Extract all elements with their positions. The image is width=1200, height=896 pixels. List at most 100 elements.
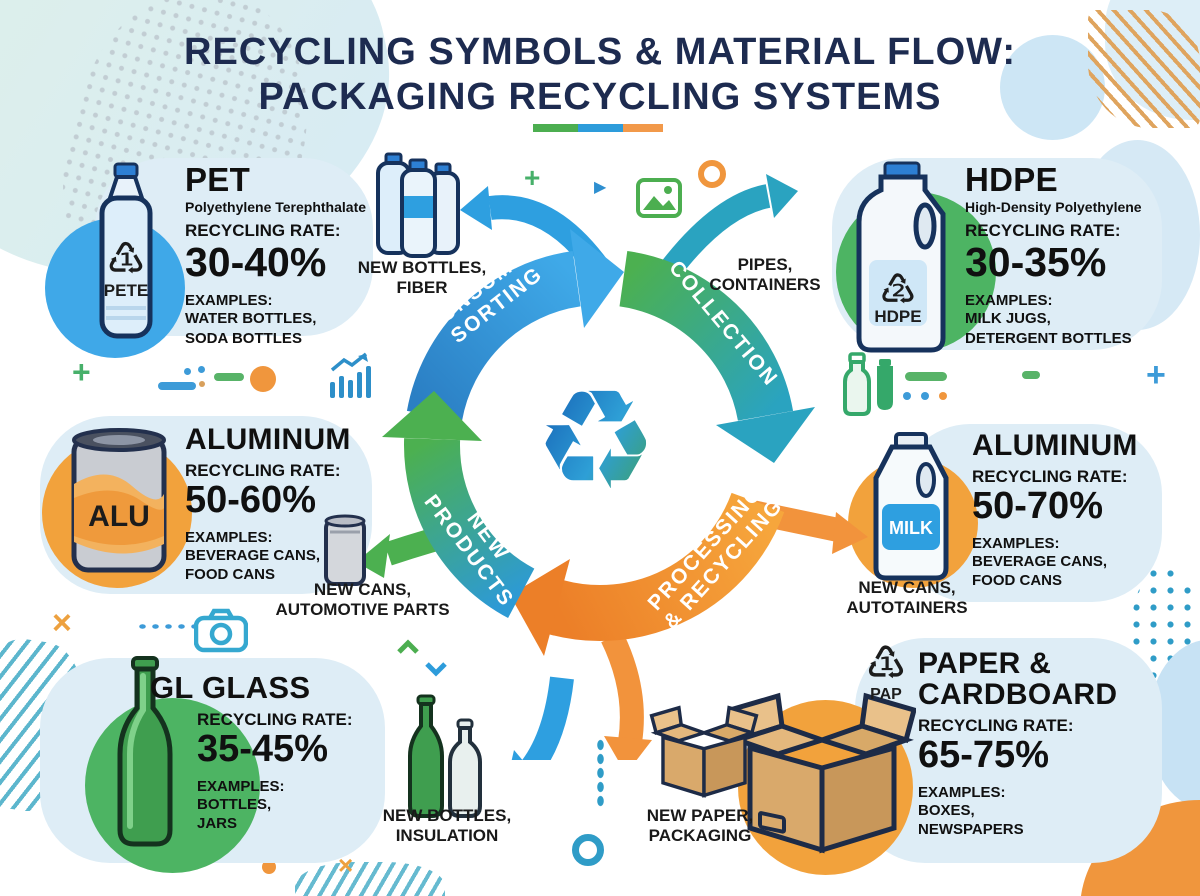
material-name: GL GLASS <box>150 670 311 705</box>
dot-orange <box>939 392 947 400</box>
examples-value: BEVERAGE CANS, FOOD CANS <box>185 547 321 584</box>
dash-green-right <box>905 372 947 381</box>
branch-arrow-new-bottles-insulation <box>511 676 574 760</box>
stripe-patch-top-right <box>1088 10 1200 128</box>
dot-orange <box>250 366 276 392</box>
dash-green <box>214 373 244 381</box>
rate-value: 35-45% <box>197 728 328 771</box>
plus-icon-right: + <box>1146 356 1166 394</box>
pap-symbol-glyph: ♳ <box>865 637 907 689</box>
rate-label: RECYCLING RATE: <box>972 467 1128 487</box>
examples-value: WATER BOTTLES, SODA BOTTLES <box>185 310 317 347</box>
dot-blue <box>903 392 911 400</box>
accent-blue <box>578 124 623 132</box>
material-name: ALUMINUM <box>185 423 351 456</box>
paper-text: PAPER & CARDBOARD RECYCLING RATE: 65-75%… <box>918 648 1162 840</box>
dots-row-blue <box>136 622 200 631</box>
dash-blue <box>158 382 196 390</box>
arc-processing-recycling <box>510 492 785 656</box>
dots-column-teal <box>596 738 605 808</box>
hdpe-jug-icon: ♴ HDPE <box>856 161 946 353</box>
rate-value: 30-35% <box>965 239 1107 286</box>
blob-top-right-1 <box>1000 35 1105 140</box>
sparkle-icon: + <box>524 162 541 193</box>
recycle-symbol-icon: ♻ <box>534 364 658 518</box>
arc-collection <box>618 250 815 463</box>
cardboard-box-icon <box>728 692 916 854</box>
page-title: RECYCLING SYMBOLS & MATERIAL FLOW: PACKA… <box>0 30 1200 120</box>
aluminum-can-icon: ALU <box>71 428 167 573</box>
material-subtitle: High-Density Polyethylene <box>965 199 1142 216</box>
rate-label: RECYCLING RATE: <box>197 710 353 730</box>
output-new-cans-automotive: NEW CANS, AUTOMOTIVE PARTS <box>275 580 450 620</box>
pet-symbol-label: PETE <box>104 281 148 300</box>
hdpe-symbol-label: HDPE <box>874 307 921 326</box>
material-name: ALUMINUM <box>972 429 1138 462</box>
cross-icon: × <box>52 604 72 642</box>
material-name: PAPER & CARDBOARD <box>918 647 1118 712</box>
pap-symbol: ♳ PAP <box>858 640 914 704</box>
rate-value: 50-60% <box>185 479 316 522</box>
output-new-bottles-insulation: NEW BOTTLES, INSULATION <box>382 806 512 846</box>
examples-label: EXAMPLES: <box>197 778 285 796</box>
rate-value: 30-40% <box>185 239 327 286</box>
accent-orange <box>623 124 663 132</box>
pet-symbol-glyph: ♳ <box>106 235 145 284</box>
accent-green <box>533 124 578 132</box>
plus-icon: + <box>72 354 91 390</box>
glass-text: GL GLASS RECYCLING RATE: 35-45% EXAMPLES… <box>150 670 380 834</box>
orange-ring-small <box>698 160 726 188</box>
material-name: PET <box>185 161 251 198</box>
branch-arrow-new-paper <box>601 631 652 760</box>
glass-body: RECYCLING RATE: 35-45% EXAMPLES: BOTTLES… <box>197 704 380 833</box>
rate-label: RECYCLING RATE: <box>965 221 1121 241</box>
dot-orange-bottom <box>262 860 276 874</box>
three-bottles-icon <box>376 152 460 258</box>
title-line-2: PACKAGING RECYCLING SYSTEMS <box>258 75 942 118</box>
title-accent-bar <box>533 124 663 132</box>
material-subtitle: Polyethylene Terephthalate <box>185 199 367 216</box>
flow-ring <box>356 174 868 760</box>
output-new-paper-packaging: NEW PAPER, PACKAGING <box>646 806 754 846</box>
glass-bottle-icon <box>117 656 173 847</box>
bar-chart-icon <box>330 352 371 398</box>
rate-label: RECYCLING RATE: <box>918 716 1074 736</box>
chevron-icons <box>397 639 447 677</box>
dot-tan <box>199 381 205 387</box>
examples-value: BOXES, NEWSPAPERS <box>918 802 1024 839</box>
card-paper <box>855 638 1162 863</box>
image-icon <box>636 178 682 218</box>
branch-arrow-pipes-containers <box>660 174 798 278</box>
pap-symbol-label: PAP <box>870 686 902 703</box>
hdpe-symbol-glyph: ♴ <box>879 266 917 313</box>
small-can-icon <box>324 514 366 586</box>
ring-center-disc <box>508 353 692 537</box>
output-new-bottles-fiber: NEW BOTTLES, FIBER <box>357 258 487 298</box>
aluminum-right-text: ALUMINUM RECYCLING RATE: 50-70% EXAMPLES… <box>972 430 1162 590</box>
green-clear-bottles-icon <box>408 694 482 818</box>
dot-blue <box>184 368 191 375</box>
arc-new-products <box>382 391 535 619</box>
examples-value: MILK JUGS, DETERGENT BOTTLES <box>965 310 1132 347</box>
examples-value: BOTTLES, JARS <box>197 796 272 833</box>
rate-value: 65-75% <box>918 734 1049 777</box>
rate-value: 50-70% <box>972 485 1103 528</box>
camera-icon <box>194 608 248 653</box>
dot-blue <box>198 366 205 373</box>
dash-green-small <box>1022 371 1040 379</box>
examples-value: BEVERAGE CANS, FOOD CANS <box>972 553 1108 590</box>
stripe-patch-bottom <box>295 862 445 896</box>
material-name: HDPE <box>965 161 1058 198</box>
play-icon: ▶ <box>594 179 607 196</box>
examples-label: EXAMPLES: <box>185 529 273 547</box>
milk-bottle-icon: MILK <box>873 432 949 581</box>
pet-bottle-icon: ♳ PETE <box>99 162 153 339</box>
examples-label: EXAMPLES: <box>185 292 273 310</box>
dot-blue <box>921 392 929 400</box>
output-pipes-containers: PIPES, CONTAINERS <box>709 255 821 295</box>
rate-label: RECYCLING RATE: <box>185 461 341 481</box>
blue-ring-icon <box>572 834 604 866</box>
examples-label: EXAMPLES: <box>918 784 1006 802</box>
arc-consumer-sorting <box>406 229 624 422</box>
